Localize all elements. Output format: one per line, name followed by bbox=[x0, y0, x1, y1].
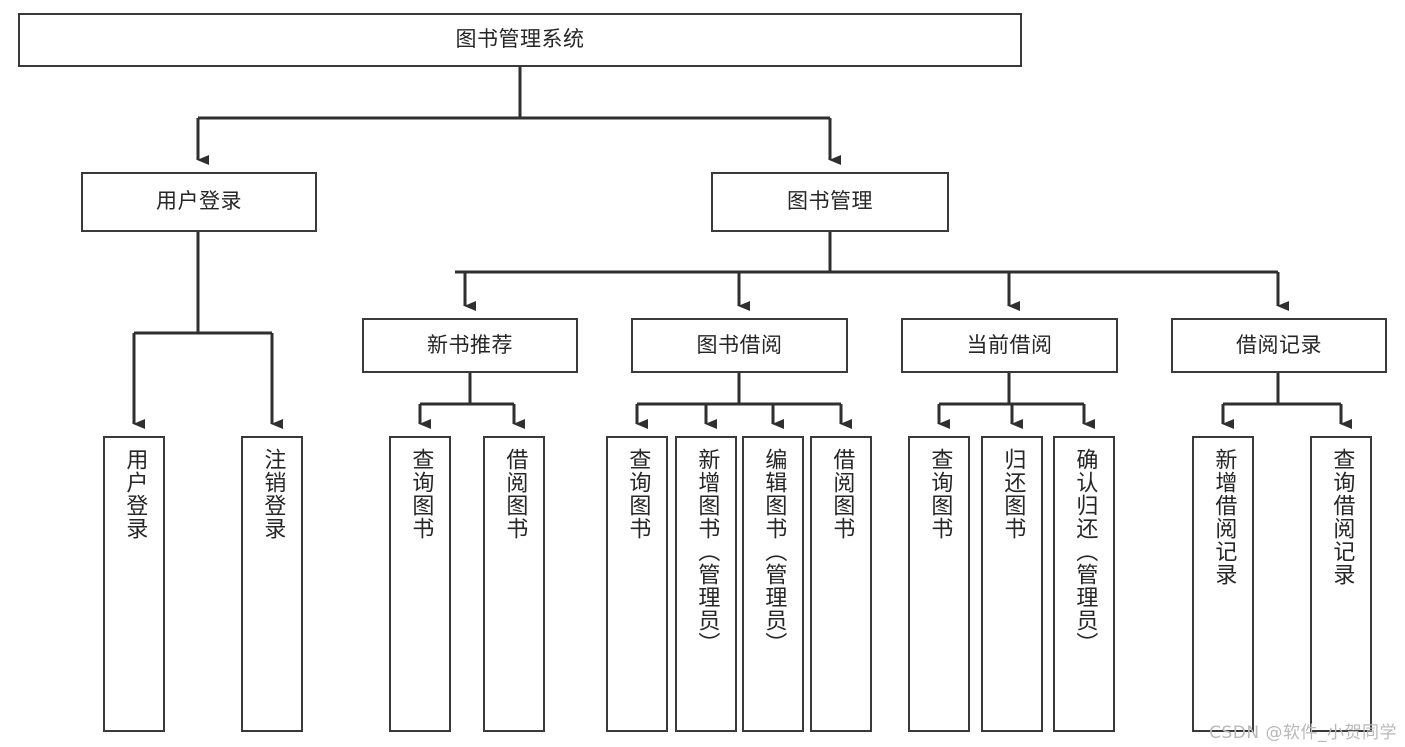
node-leaf-current-confirm-return[interactable]: 确认归还（管理员） bbox=[1053, 436, 1115, 732]
node-leaf-record-add-label: 新增借阅记录 bbox=[1211, 448, 1237, 586]
node-leaf-current-query-book[interactable]: 查询图书 bbox=[908, 436, 970, 732]
node-leaf-record-query[interactable]: 查询借阅记录 bbox=[1310, 436, 1372, 732]
node-leaf-current-query-book-label: 查询图书 bbox=[927, 448, 953, 540]
node-leaf-recommend-query-book-label: 查询图书 bbox=[408, 448, 434, 540]
node-new-book-recommend[interactable]: 新书推荐 bbox=[362, 318, 578, 373]
node-leaf-borrow-borrow-book[interactable]: 借阅图书 bbox=[810, 436, 872, 732]
node-leaf-recommend-borrow-book[interactable]: 借阅图书 bbox=[483, 436, 545, 732]
node-leaf-borrow-query-book[interactable]: 查询图书 bbox=[606, 436, 668, 732]
node-user-login-label: 用户登录 bbox=[156, 189, 242, 214]
node-user-login[interactable]: 用户登录 bbox=[81, 172, 317, 232]
node-root[interactable]: 图书管理系统 bbox=[18, 13, 1022, 67]
node-leaf-user-logout[interactable]: 注销登录 bbox=[241, 436, 303, 732]
node-root-label: 图书管理系统 bbox=[455, 27, 585, 52]
node-borrow-record-label: 借阅记录 bbox=[1236, 332, 1322, 357]
node-leaf-borrow-edit-book-label: 编辑图书（管理员） bbox=[761, 448, 787, 655]
node-book-management-label: 图书管理 bbox=[787, 189, 873, 214]
node-current-borrow-label: 当前借阅 bbox=[966, 332, 1053, 357]
node-leaf-borrow-borrow-book-label: 借阅图书 bbox=[829, 448, 855, 540]
node-book-borrow[interactable]: 图书借阅 bbox=[631, 318, 848, 373]
node-current-borrow[interactable]: 当前借阅 bbox=[901, 318, 1118, 373]
node-new-book-recommend-label: 新书推荐 bbox=[427, 332, 513, 357]
node-leaf-borrow-edit-book[interactable]: 编辑图书（管理员） bbox=[742, 436, 804, 732]
node-book-management[interactable]: 图书管理 bbox=[711, 172, 949, 232]
node-leaf-current-return-book-label: 归还图书 bbox=[1000, 448, 1026, 540]
node-leaf-recommend-borrow-book-label: 借阅图书 bbox=[502, 448, 528, 540]
node-leaf-user-logout-label: 注销登录 bbox=[260, 448, 286, 540]
node-book-borrow-label: 图书借阅 bbox=[696, 332, 783, 357]
node-leaf-user-login[interactable]: 用户登录 bbox=[103, 436, 165, 732]
node-leaf-user-login-label: 用户登录 bbox=[122, 448, 148, 540]
node-leaf-recommend-query-book[interactable]: 查询图书 bbox=[389, 436, 451, 732]
node-leaf-record-query-label: 查询借阅记录 bbox=[1329, 448, 1355, 586]
node-leaf-borrow-add-book-label: 新增图书（管理员） bbox=[694, 448, 720, 655]
node-leaf-current-return-book[interactable]: 归还图书 bbox=[981, 436, 1043, 732]
node-leaf-record-add[interactable]: 新增借阅记录 bbox=[1192, 436, 1254, 732]
node-leaf-borrow-add-book[interactable]: 新增图书（管理员） bbox=[675, 436, 737, 732]
node-borrow-record[interactable]: 借阅记录 bbox=[1171, 318, 1387, 373]
csdn-watermark: CSDN @软件_小贺同学 bbox=[1209, 723, 1397, 743]
node-leaf-current-confirm-return-label: 确认归还（管理员） bbox=[1072, 448, 1098, 655]
node-leaf-borrow-query-book-label: 查询图书 bbox=[625, 448, 651, 540]
